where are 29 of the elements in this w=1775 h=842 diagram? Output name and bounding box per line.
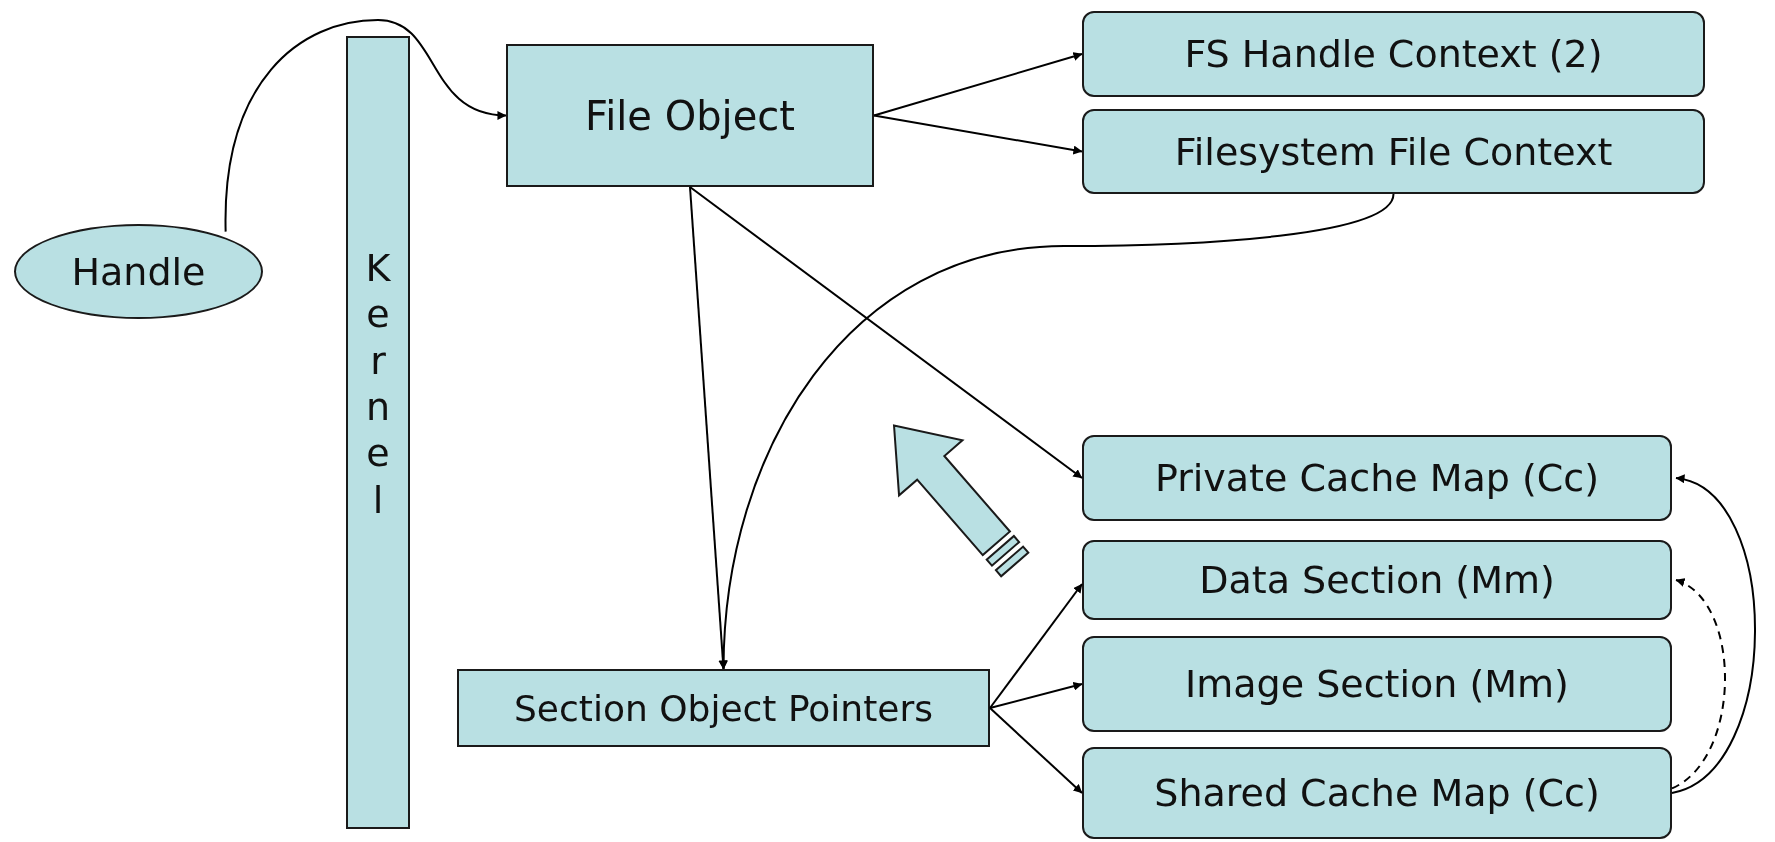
node-label: Kernel: [365, 245, 391, 524]
node-label: FS Handle Context (2): [1184, 32, 1603, 76]
node-label: Filesystem File Context: [1174, 129, 1613, 174]
object-box: [506, 44, 874, 187]
arrow: [1671, 579, 1726, 790]
arrow: [719, 193, 1395, 670]
node-label: Handle: [71, 249, 206, 294]
arrow: [1671, 476, 1756, 794]
node-label: Data Section (Mm): [1199, 558, 1555, 602]
structure-box: [1082, 540, 1672, 620]
arrow: [989, 681, 1083, 709]
arrow: [873, 114, 1083, 155]
structure-box: [1082, 747, 1672, 839]
arrow: [989, 583, 1083, 709]
structure-box: [1082, 109, 1705, 194]
kernel-bar: [346, 36, 410, 829]
arrow: [989, 707, 1083, 794]
node-label: Private Cache Map (Cc): [1154, 456, 1600, 500]
node-label: Section Object Pointers: [514, 687, 933, 729]
object-box: [457, 669, 990, 747]
node-label: File Object: [585, 92, 795, 139]
structure-box: [1082, 11, 1705, 97]
structure-box: [1082, 636, 1672, 732]
arrow: [873, 52, 1083, 117]
arrow: [224, 19, 507, 233]
structure-box: [1082, 435, 1672, 521]
node-label: Image Section (Mm): [1185, 662, 1569, 706]
node-label: Shared Cache Map (Cc): [1154, 771, 1600, 815]
arrow: [689, 186, 1083, 479]
